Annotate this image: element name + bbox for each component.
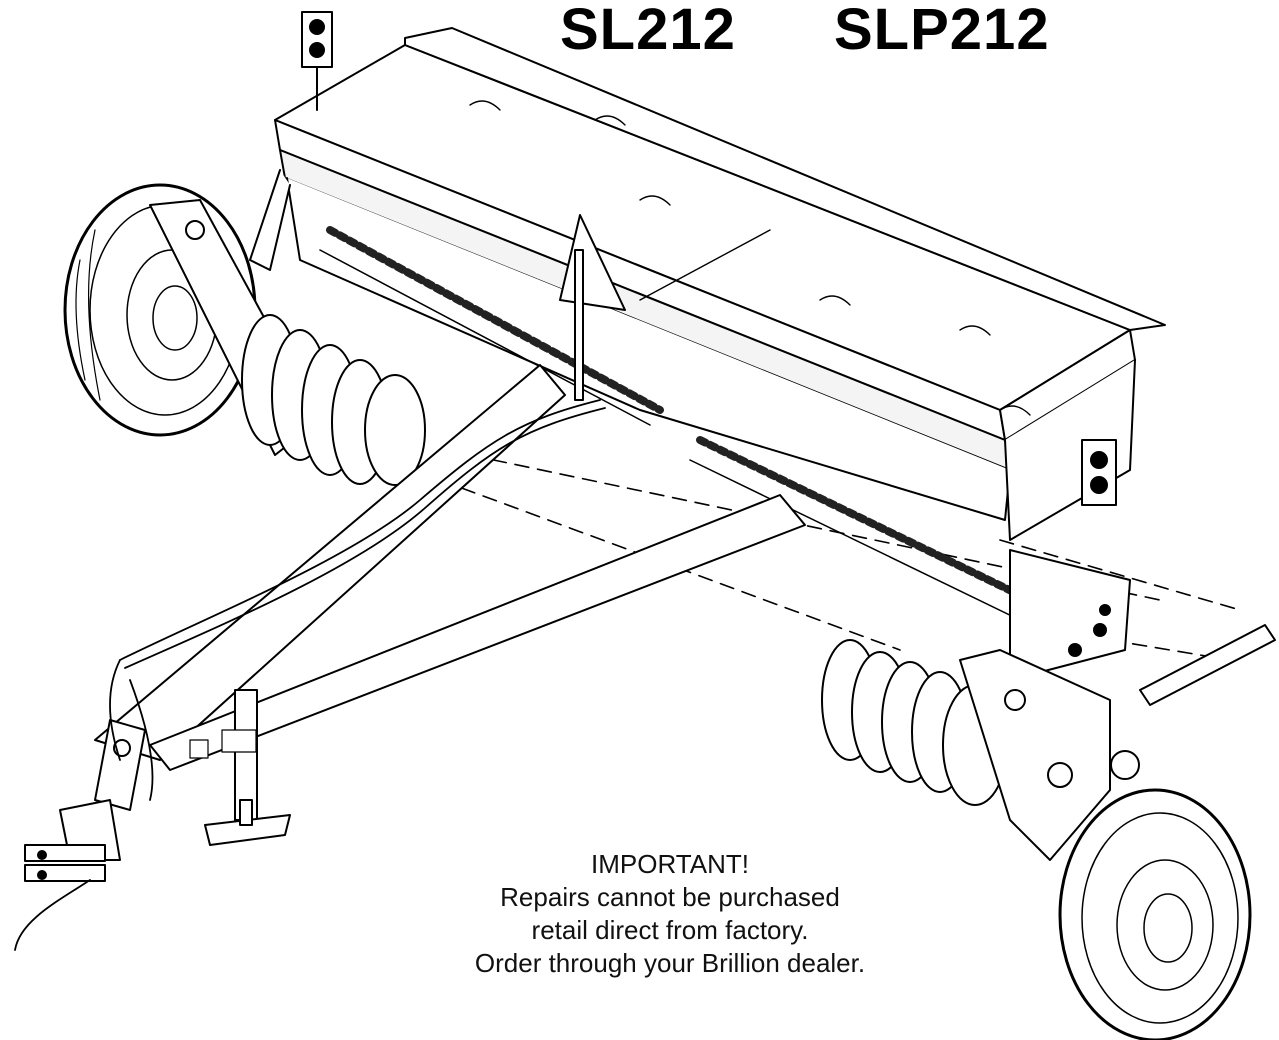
seed-box — [249, 27, 1166, 541]
right-arm — [959, 649, 1111, 861]
light-left — [301, 11, 333, 111]
right-end-frame — [1009, 549, 1131, 681]
warning-triangle — [559, 214, 626, 401]
packer-wheels-left — [241, 314, 426, 486]
notice-line-2: retail direct from factory. — [531, 915, 809, 945]
important-notice: IMPORTANT! Repairs cannot be purchased r… — [420, 848, 920, 980]
model-title-slp212: SLP212 — [834, 0, 1050, 62]
jack-stand — [204, 689, 291, 846]
notice-heading: IMPORTANT! — [591, 849, 749, 879]
seed-cups-right — [689, 436, 1034, 621]
wheel-right — [1058, 788, 1252, 1040]
seed-cups-left — [319, 226, 664, 426]
model-title-sl212: SL212 — [560, 0, 736, 62]
tongue-decals — [189, 729, 257, 759]
hitch-tongue — [24, 364, 806, 882]
notice-line-1: Repairs cannot be purchased — [500, 882, 840, 912]
light-right — [1081, 439, 1117, 506]
notice-line-3: Order through your Brillion dealer. — [474, 948, 866, 978]
transport-bar — [1139, 624, 1276, 706]
hydraulic-hoses — [14, 399, 606, 951]
